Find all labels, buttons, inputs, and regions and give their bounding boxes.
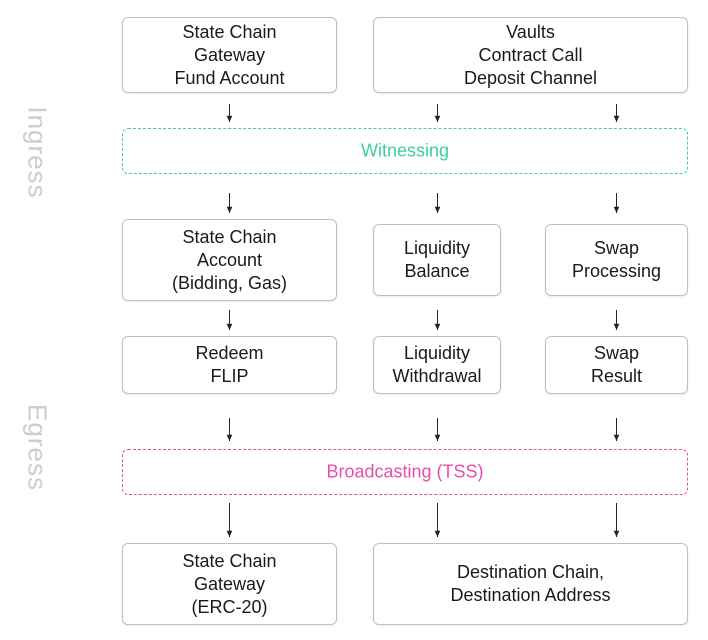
box-line: Gateway — [193, 44, 266, 65]
vaults-box: Vaults Contract Call Deposit Channel — [373, 17, 688, 93]
swap-processing-box: Swap Processing — [545, 224, 688, 296]
box-line: Destination Address — [450, 585, 611, 605]
box-line: Swap — [593, 238, 640, 258]
box-line: Vaults — [506, 21, 555, 42]
box-line: Processing — [571, 261, 662, 281]
box-line: Liquidity — [403, 343, 471, 363]
box-line: Redeem — [195, 343, 264, 363]
broadcasting-label: Broadcasting (TSS) — [326, 461, 484, 482]
witnessing-band: Witnessing — [122, 128, 688, 174]
broadcasting-band: Broadcasting (TSS) — [122, 449, 688, 495]
box-line: Gateway — [193, 573, 266, 594]
box-line: Result — [590, 366, 643, 386]
swap-result-box: Swap Result — [545, 336, 688, 394]
box-line: Withdrawal — [392, 366, 482, 386]
box-line: Balance — [404, 261, 470, 281]
box-line: State Chain — [182, 226, 277, 247]
destination-box: Destination Chain, Destination Address — [373, 543, 688, 625]
box-line: (ERC-20) — [191, 596, 268, 617]
box-line: Destination Chain, — [456, 562, 605, 582]
state-chain-gateway-fund-account-box: State Chain Gateway Fund Account — [122, 17, 337, 93]
box-line: State Chain — [182, 550, 277, 571]
box-line: Fund Account — [174, 67, 285, 88]
box-line: Contract Call — [478, 44, 583, 65]
liquidity-withdrawal-box: Liquidity Withdrawal — [373, 336, 501, 394]
witnessing-label: Witnessing — [360, 140, 450, 161]
box-line: Swap — [593, 343, 640, 363]
box-line: FLIP — [210, 366, 249, 386]
state-chain-gateway-erc20-box: State Chain Gateway (ERC-20) — [122, 543, 337, 625]
box-line: State Chain — [182, 21, 277, 42]
redeem-flip-box: Redeem FLIP — [122, 336, 337, 394]
box-line: (Bidding, Gas) — [171, 272, 288, 293]
box-line: Account — [196, 249, 263, 270]
state-chain-account-box: State Chain Account (Bidding, Gas) — [122, 219, 337, 301]
liquidity-balance-box: Liquidity Balance — [373, 224, 501, 296]
box-line: Deposit Channel — [463, 67, 598, 88]
box-line: Liquidity — [403, 238, 471, 258]
